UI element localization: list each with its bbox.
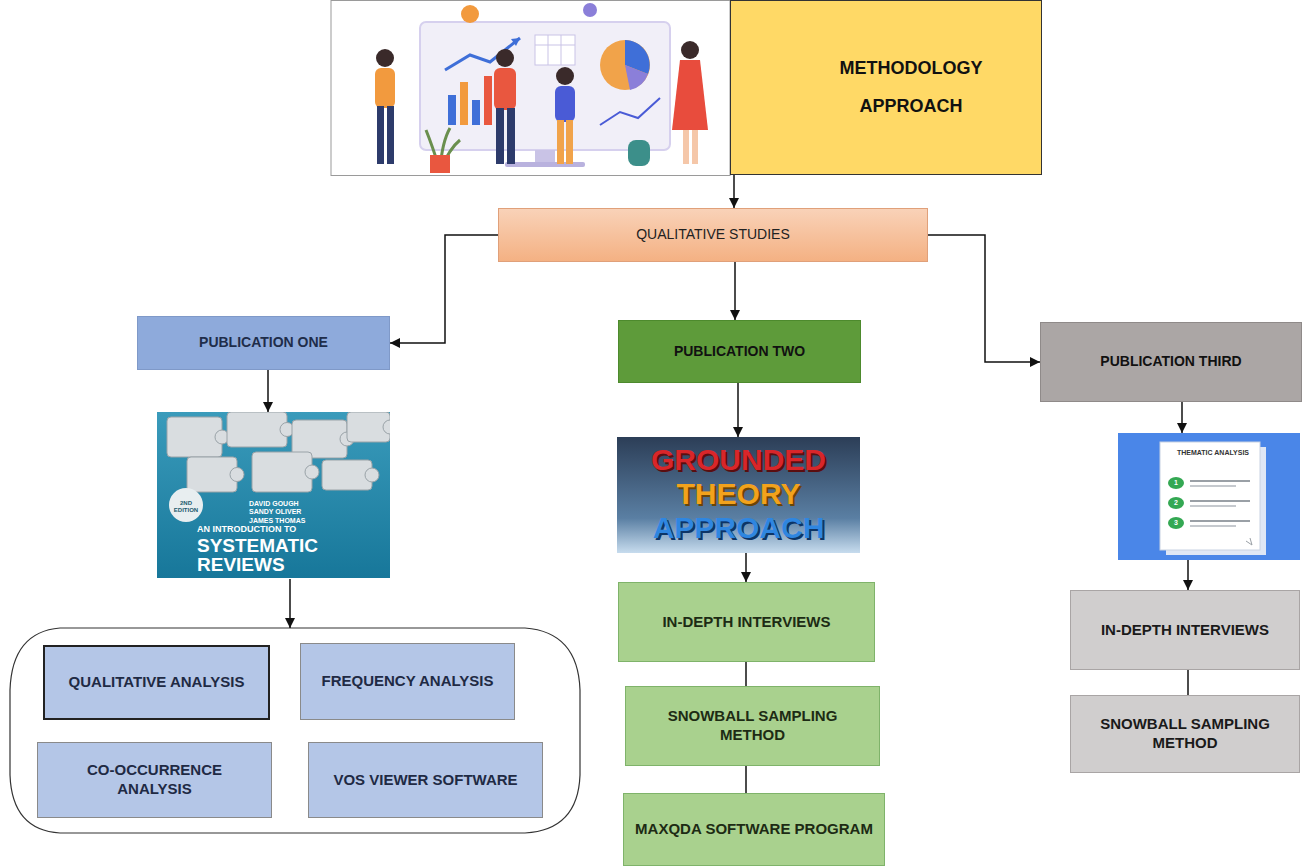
bracket-arrow [289,579,291,628]
flow-arrow [733,175,735,208]
category-box: QUALITATIVE STUDIES [498,208,928,262]
book-subtitle: AN INTRODUCTION TO [197,525,377,535]
box-label: PUBLICATION TWO [674,343,805,361]
box-label: PUBLICATION THIRD [1100,353,1241,371]
method-box: SNOWBALL SAMPLING METHOD [625,686,880,766]
flow-arrow [267,370,269,412]
box-label: IN-DEPTH INTERVIEWS [662,613,830,632]
step-number: 2 [1169,499,1183,506]
flow-arrow [745,662,747,686]
flow-arrow [734,262,736,320]
analysis-box: FREQUENCY ANALYSIS [300,643,515,720]
book-cover: 2ND EDITION DAVID GOUGH SANDY OLIVER JAME… [157,412,390,578]
box-label: QUALITATIVE STUDIES [636,226,790,244]
analysis-box: QUALITATIVE ANALYSIS [43,645,270,720]
box-label: FREQUENCY ANALYSIS [322,672,494,691]
box-label: IN-DEPTH INTERVIEWS [1101,621,1269,640]
group-bracket [10,628,580,833]
analysis-box: CO-OCCURRENCE ANALYSIS [37,742,272,818]
box-label: PUBLICATION ONE [199,334,328,352]
box-label: METHODOLOGY APPROACH [826,50,996,126]
method-box: MAXQDA SOFTWARE PROGRAM [623,793,885,866]
flow-arrow [1187,560,1189,590]
flow-arrow [745,766,747,793]
banner-word: GROUNDED [617,445,860,475]
edition-badge: 2ND EDITION [169,500,203,513]
method-icon: THEMATIC ANALYSIS 1 2 3 [1118,433,1300,560]
title-box: METHODOLOGY APPROACH [730,0,1042,175]
flow-arrow [737,383,739,437]
method-box: IN-DEPTH INTERVIEWS [1070,590,1300,670]
method-banner: GROUNDED THEORY APPROACH [617,437,860,553]
step-number: 1 [1169,479,1183,486]
team-illustration [331,1,730,176]
flow-arrow [1181,402,1183,433]
banner-word: APPROACH [617,513,860,543]
publication-box: PUBLICATION ONE [137,316,390,370]
publication-box: PUBLICATION THIRD [1040,322,1302,402]
box-label: MAXQDA SOFTWARE PROGRAM [635,820,873,839]
step-number: 3 [1169,519,1183,526]
flow-arrow [928,235,1040,362]
book-title: SYSTEMATIC REVIEWS [197,536,357,574]
author-names: DAVID GOUGH SANDY OLIVER JAMES THOMAS [249,500,319,525]
method-box: SNOWBALL SAMPLING METHOD [1070,695,1300,773]
box-label: QUALITATIVE ANALYSIS [69,673,245,692]
publication-box: PUBLICATION TWO [618,320,861,383]
method-box: IN-DEPTH INTERVIEWS [618,582,875,662]
banner-word: THEORY [617,479,860,509]
box-label: SNOWBALL SAMPLING METHOD [636,707,869,745]
flow-arrow [745,553,747,582]
icon-title: THEMATIC ANALYSIS [1173,449,1253,457]
box-label: SNOWBALL SAMPLING METHOD [1081,715,1289,753]
flow-arrow [390,235,498,343]
flow-arrow [1187,670,1189,695]
box-label: VOS VIEWER SOFTWARE [333,771,517,790]
analysis-box: VOS VIEWER SOFTWARE [308,742,543,818]
box-label: CO-OCCURRENCE ANALYSIS [48,761,261,799]
